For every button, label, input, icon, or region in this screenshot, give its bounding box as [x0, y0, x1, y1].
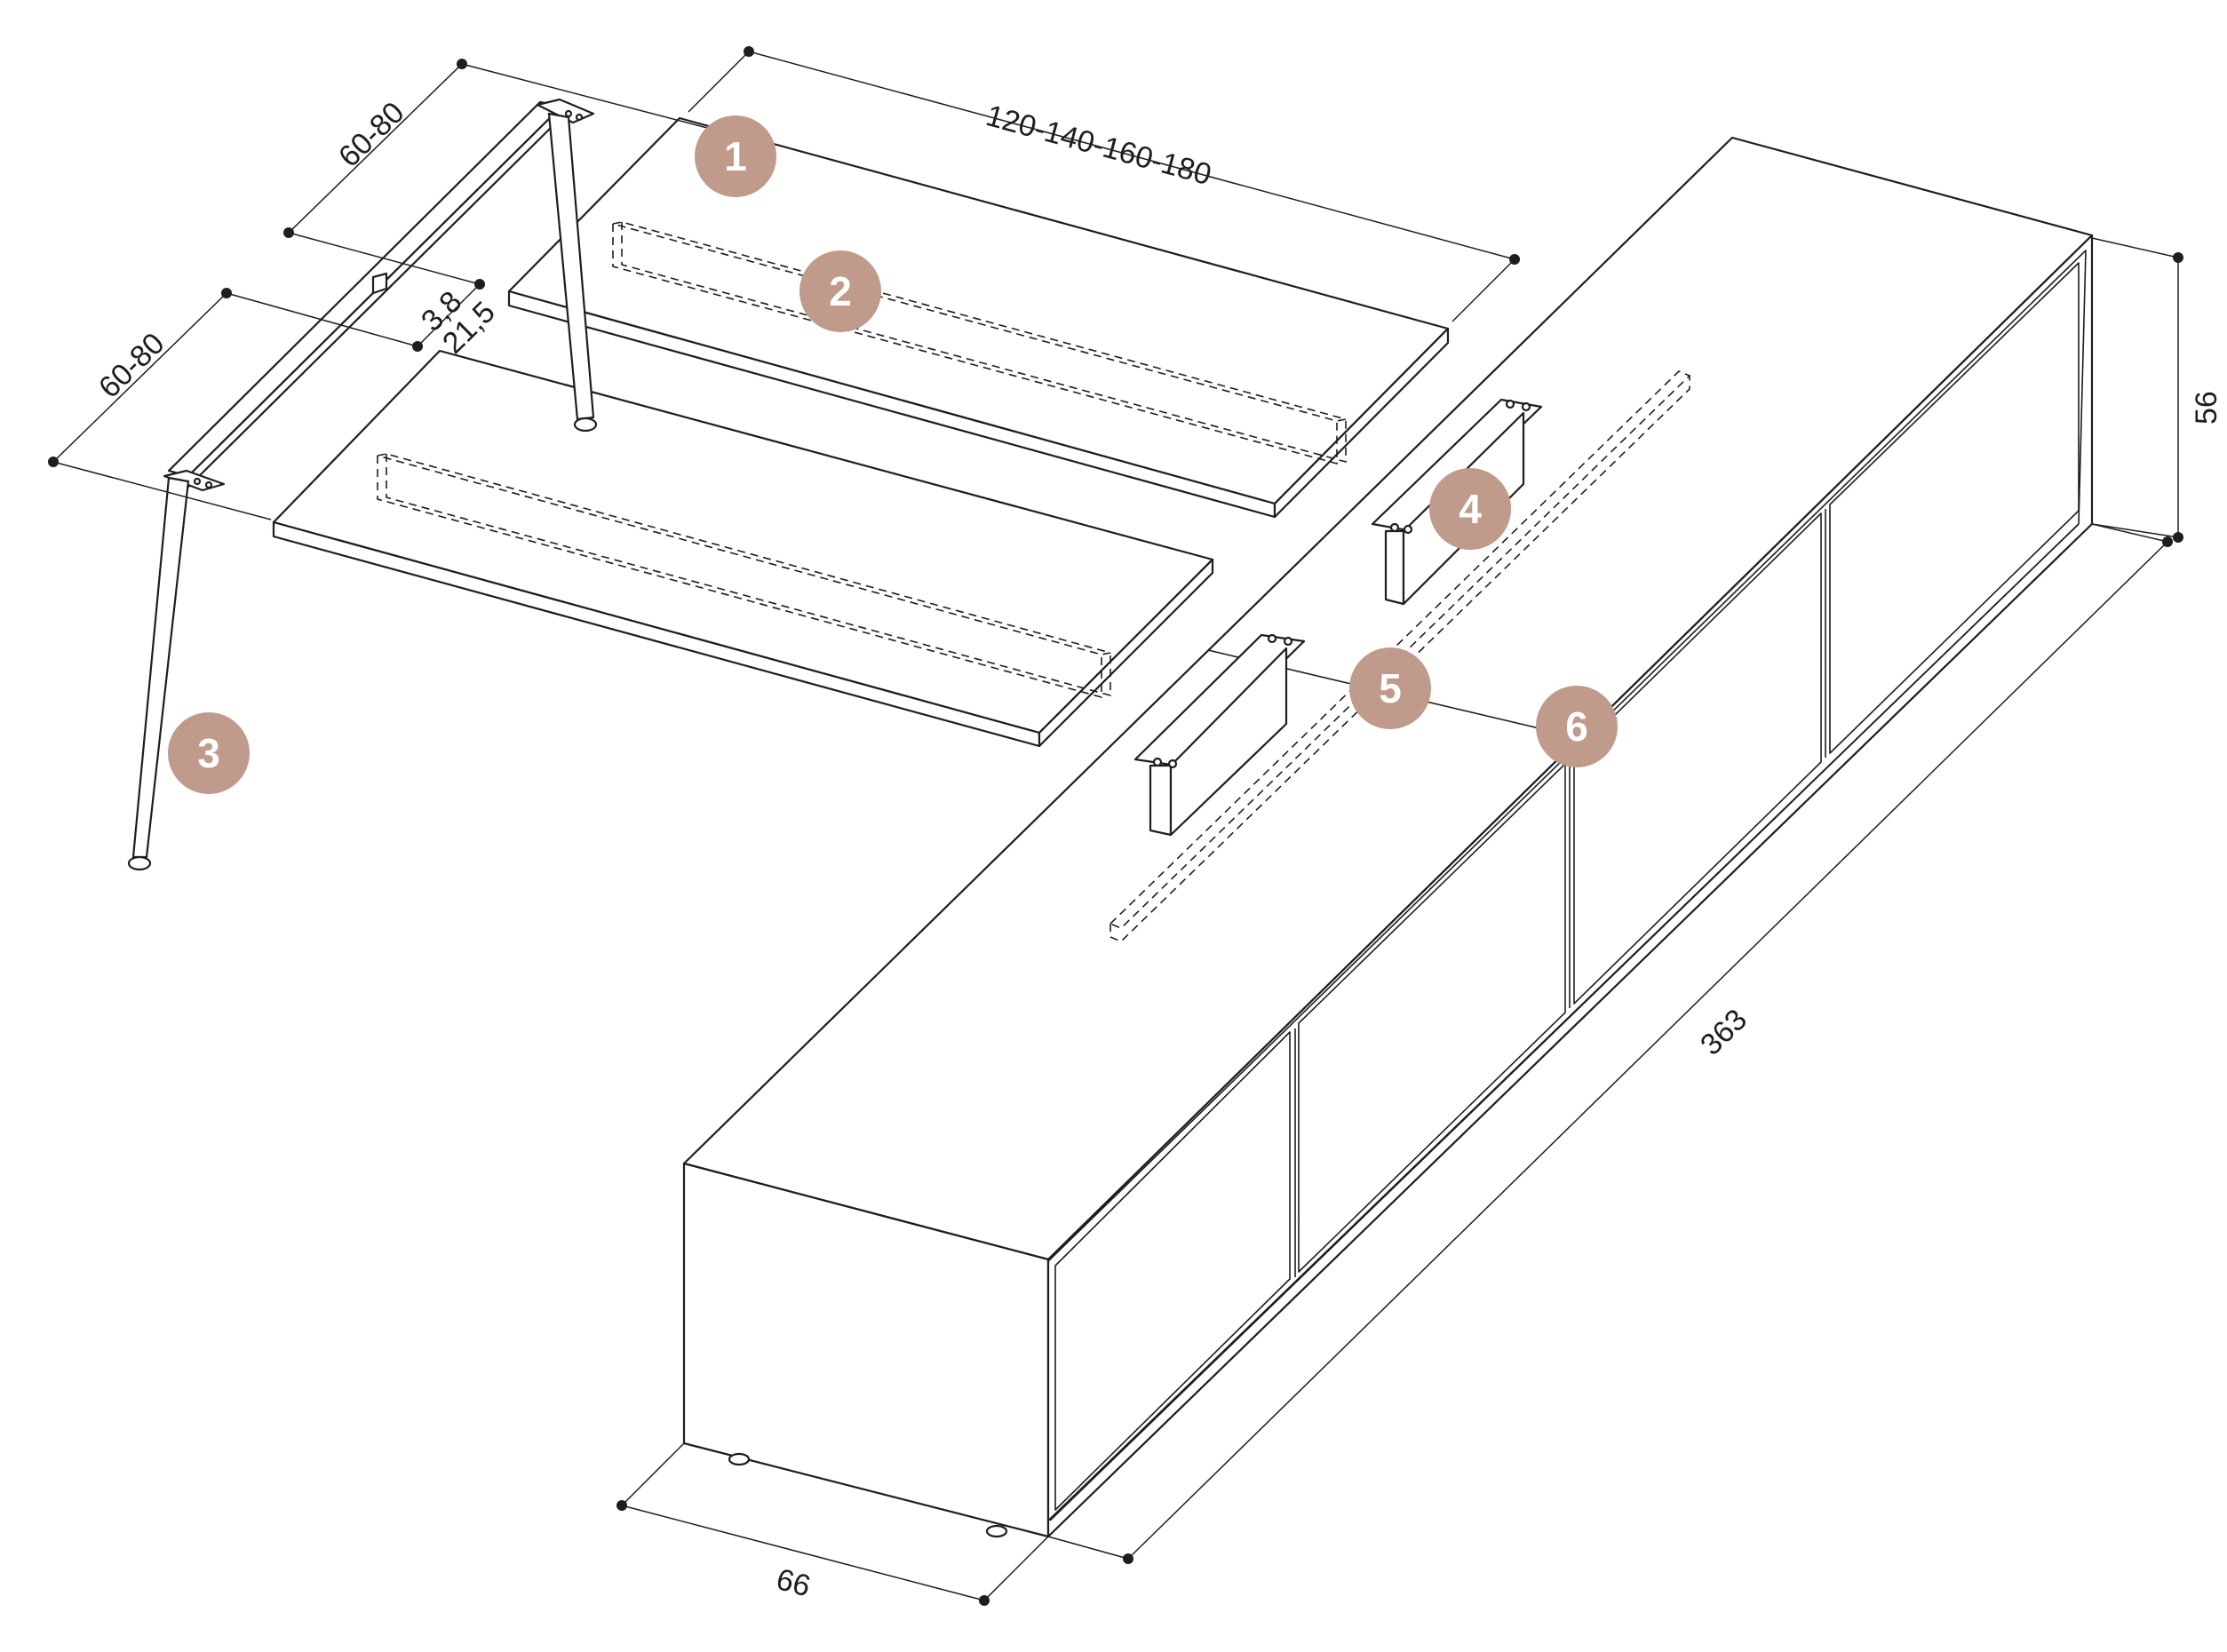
dim-cabinet-depth: 66: [773, 1562, 814, 1603]
callout-6: 6: [1536, 686, 1618, 767]
cabinet-foot-left: [728, 1452, 751, 1466]
leg-front: [131, 476, 190, 859]
svg-text:6: 6: [1565, 703, 1588, 750]
desk-top-upper: [507, 116, 1450, 519]
svg-text:4: 4: [1459, 486, 1482, 532]
hidden-beam-upper: [612, 221, 1347, 465]
cabinet-door-1: [1054, 1031, 1291, 1511]
dim-height: 56: [2190, 391, 2223, 425]
leg-back-foot: [573, 417, 598, 433]
svg-text:5: 5: [1379, 665, 1402, 711]
desk-top-lower: [272, 349, 1214, 748]
callout-2: 2: [799, 250, 881, 332]
svg-text:3: 3: [197, 730, 220, 776]
leg-front-foot: [127, 855, 152, 871]
callout-5: 5: [1349, 647, 1431, 729]
svg-text:1: 1: [724, 133, 747, 179]
cabinet-foot-right: [985, 1524, 1008, 1538]
cabinet-door-3: [1573, 512, 1822, 1005]
cabinet-door-4: [1829, 262, 2080, 754]
svg-text:2: 2: [829, 268, 852, 314]
connection-bar: [1110, 370, 1691, 942]
callout-4: 4: [1429, 468, 1511, 550]
leg-back: [547, 112, 595, 421]
dim-total-length: 363: [1694, 1003, 1754, 1062]
bracket-lower: [1133, 633, 1306, 837]
callout-1: 1: [695, 115, 776, 197]
callout-3: 3: [168, 712, 250, 794]
dim-lower-depth: 60-80: [92, 327, 171, 405]
hidden-beam-lower: [377, 453, 1111, 699]
dimension-lines: [48, 46, 2183, 1606]
dim-top-length: 120-140-160-180: [982, 99, 1215, 192]
cabinet-door-2: [1298, 763, 1566, 1273]
leg-frame: [127, 98, 598, 871]
dim-upper-depth: 60-80: [332, 96, 411, 174]
